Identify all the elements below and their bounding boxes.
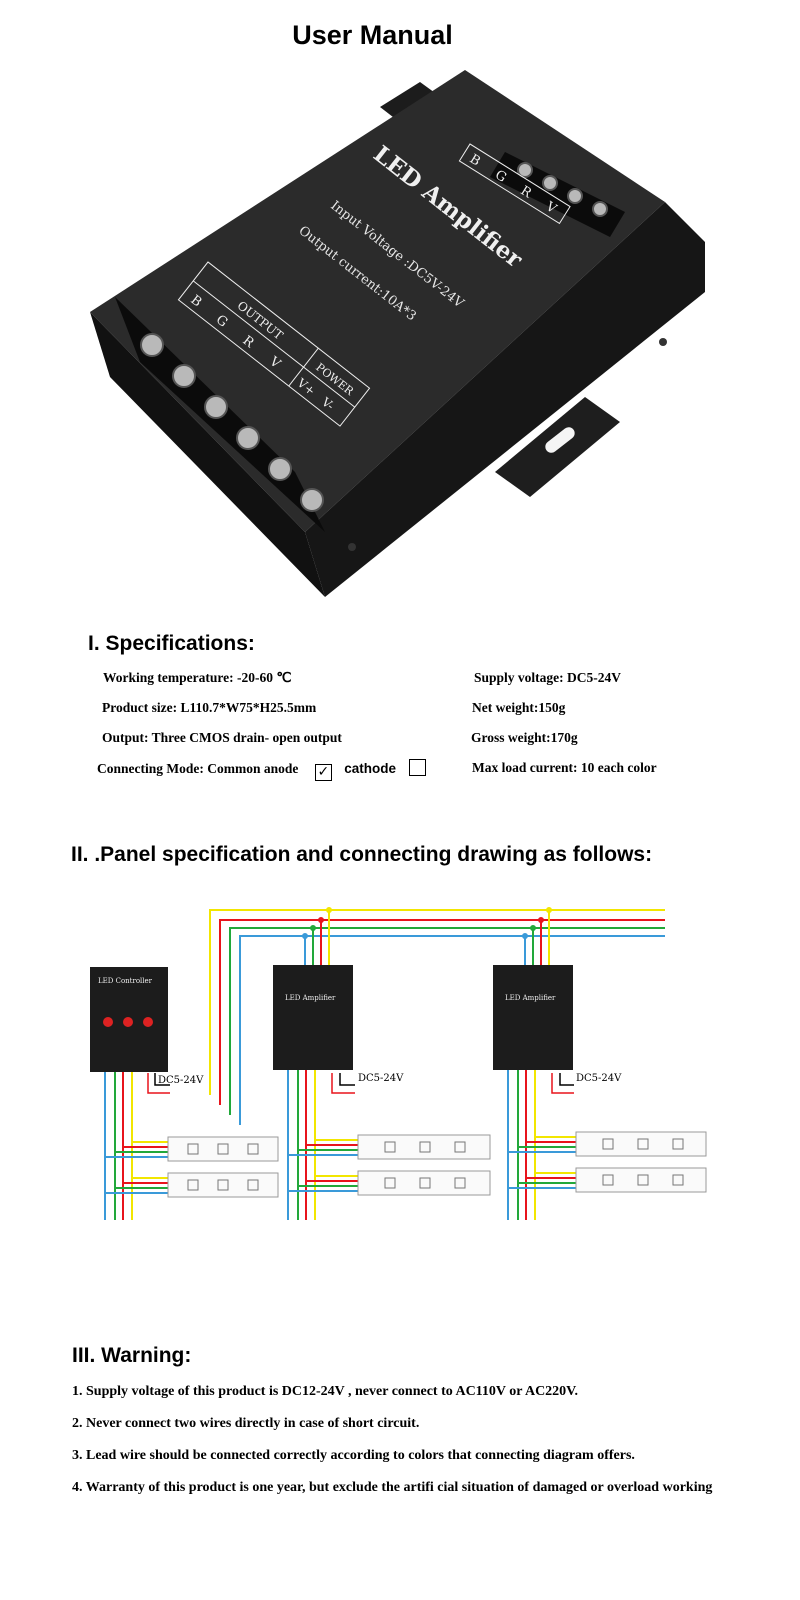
input-screw: [542, 175, 558, 191]
dc-label-amplifier-1: DC5-24V: [358, 1073, 404, 1084]
tab-slot: [545, 427, 575, 453]
terminal-screw: [236, 426, 260, 450]
bus-wire-red: [219, 919, 665, 1105]
spec-connecting-mode: Connecting Mode: Common anode: [97, 761, 299, 776]
common-anode-checkbox[interactable]: ✓: [314, 764, 332, 781]
led-strips: [167, 1131, 707, 1198]
dc-label-controller: DC5-24V: [158, 1075, 204, 1086]
terminal-screws: [140, 333, 324, 512]
spec-gross-weight: Gross weight:170g: [471, 730, 578, 745]
case-front: [90, 312, 325, 597]
spec-net-weight: Net weight:150g: [472, 700, 566, 715]
terminal-screw: [140, 333, 164, 357]
specifications-heading: I. Specifications:: [88, 632, 255, 655]
mount-tab-top: [380, 82, 442, 124]
controller-label: LED Controller: [98, 977, 153, 985]
connection-diagram: LED Controller LED Amplifier LED Amplifi…: [90, 907, 707, 1220]
warning-item-1: 1. Supply voltage of this product is DC1…: [72, 1384, 578, 1399]
warning-item-3: 3. Lead wire should be connected correct…: [72, 1448, 635, 1463]
product-photo: B G R V LED Amplifier Input Voltage :DC5…: [90, 70, 705, 597]
spec-supply-voltage: Supply voltage: DC5-24V: [474, 670, 622, 685]
amplifier-box-2: LED Amplifier: [493, 965, 573, 1070]
cathode-label: cathode: [344, 761, 397, 776]
amplifier-label-2: LED Amplifier: [505, 994, 556, 1002]
terminal-screw: [268, 457, 292, 481]
case-side: [305, 202, 705, 597]
side-screw: [348, 543, 356, 551]
dc-label-amplifier-2: DC5-24V: [576, 1073, 622, 1084]
amplifier-label-1: LED Amplifier: [285, 994, 336, 1002]
warning-item-2: 2. Never connect two wires directly in c…: [72, 1416, 420, 1431]
warning-item-4: 4. Warranty of this product is one year,…: [72, 1480, 713, 1495]
cathode-checkbox[interactable]: [408, 759, 426, 776]
page-title: User Manual: [292, 20, 453, 50]
input-screw: [592, 201, 608, 217]
warning-heading: III. Warning:: [72, 1344, 192, 1367]
spec-connecting-mode-row: Connecting Mode: Common anode ✓ cathode: [97, 759, 426, 781]
bus-wire-green: [229, 927, 665, 1115]
input-screw: [517, 162, 533, 178]
input-screw: [567, 188, 583, 204]
spec-working-temperature: Working temperature: -20-60 ℃: [103, 670, 292, 685]
terminal-screw: [300, 488, 324, 512]
terminal-screw: [204, 395, 228, 419]
bus-wire-yellow: [209, 909, 665, 1095]
spec-product-size: Product size: L110.7*W75*H25.5mm: [102, 700, 317, 715]
spec-max-load: Max load current: 10 each color: [472, 760, 657, 775]
controller-box: LED Controller: [90, 967, 168, 1072]
amplifier-box-1: LED Amplifier: [273, 965, 353, 1070]
panel-heading: II. .Panel specification and connecting …: [71, 843, 653, 866]
terminal-screw: [172, 364, 196, 388]
spec-output: Output: Three CMOS drain- open output: [102, 730, 342, 745]
side-screw: [659, 338, 667, 346]
